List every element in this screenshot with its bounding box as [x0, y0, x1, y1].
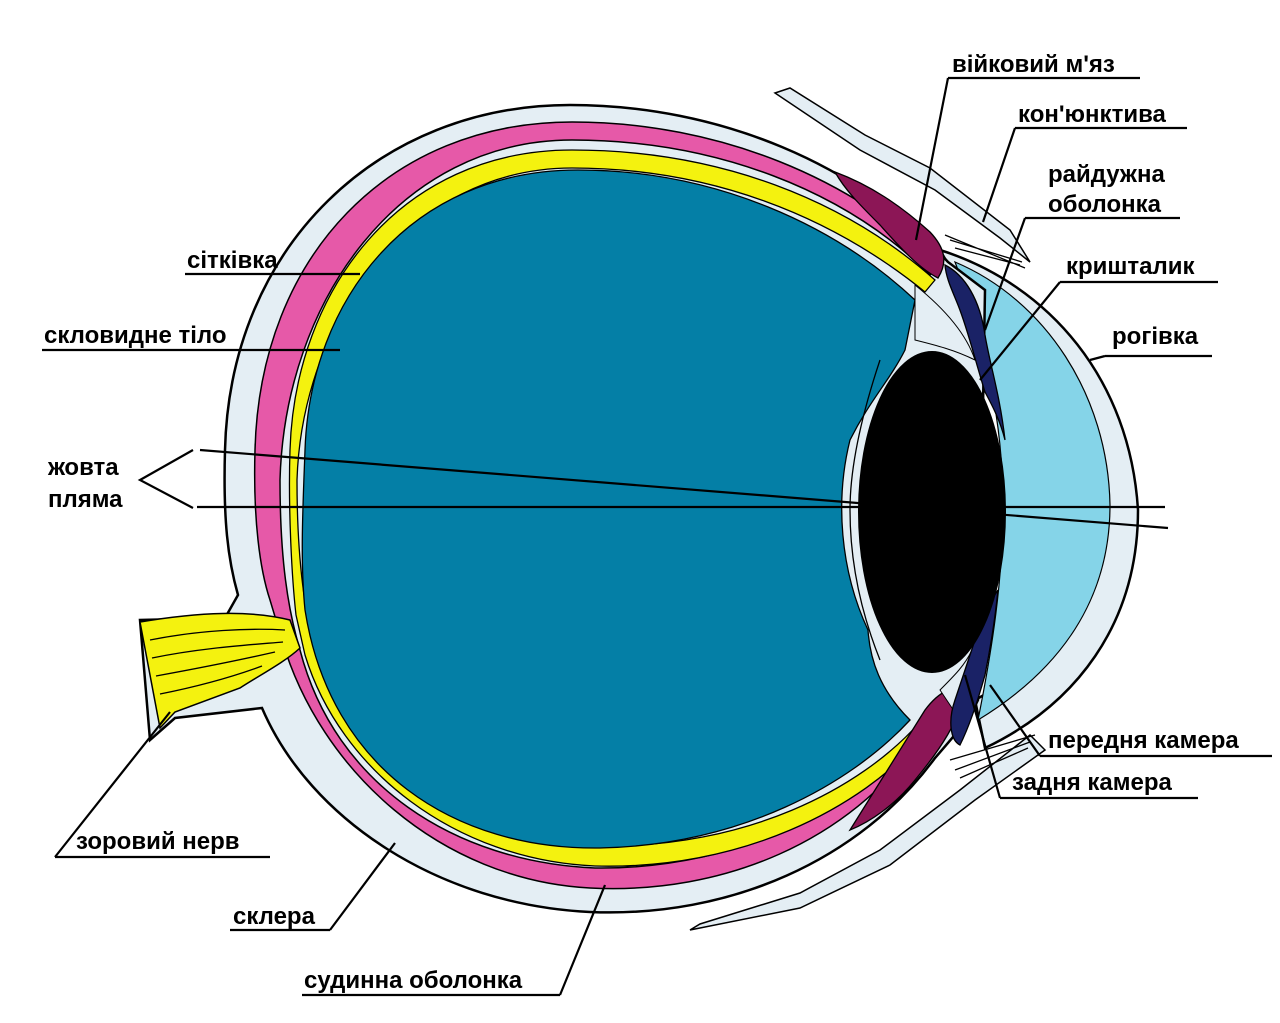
leader-conjunctiva — [981, 126, 1187, 223]
visual-axis-line — [199, 448, 1169, 530]
label-iris-line1: райдужна — [1048, 161, 1165, 188]
leader-lens — [979, 280, 1218, 381]
lens — [858, 351, 1006, 673]
upper-eyelid-fold — [773, 87, 1031, 263]
ciliary-muscle-top — [833, 170, 945, 279]
macula-pointer — [137, 449, 194, 509]
leader-posterior-chamber — [963, 674, 1198, 800]
leader-iris — [983, 216, 1180, 331]
label-vitreous-body: скловидне тіло — [44, 322, 227, 349]
leader-sclera — [230, 842, 396, 932]
label-iris-line2: оболонка — [1048, 191, 1162, 218]
label-cornea: рогівка — [1112, 323, 1199, 350]
leader-optic-nerve — [54, 711, 270, 859]
iris-top — [944, 263, 1006, 441]
label-posterior-chamber: задня камера — [1012, 769, 1172, 796]
iris-bottom — [950, 589, 999, 746]
optic-nerve — [139, 612, 301, 730]
label-lens: кришталик — [1066, 253, 1196, 280]
label-conjunctiva: кон'юнктива — [1018, 101, 1167, 128]
lower-eyelid-fold — [689, 733, 1047, 931]
label-anterior-chamber: передня камера — [1048, 727, 1239, 754]
label-macula-line2: пляма — [48, 486, 123, 513]
conjunctiva-lines — [944, 234, 1036, 779]
vitreous-body — [301, 169, 916, 849]
optic-nerve-fibers — [149, 628, 286, 695]
zonular-fibers — [849, 359, 881, 661]
label-sclera: склера — [233, 903, 316, 930]
leader-ciliary-muscle — [914, 76, 1140, 241]
label-choroid: судинна оболонка — [304, 967, 523, 994]
leader-choroid — [302, 884, 607, 997]
label-macula-line1: жовта — [47, 454, 119, 481]
leader-anterior-chamber — [989, 684, 1272, 758]
label-optic-nerve: зоровий нерв — [76, 828, 240, 855]
leader-cornea — [1089, 354, 1212, 362]
label-retina: сітківка — [187, 247, 278, 274]
label-ciliary-muscle: війковий м'яз — [952, 51, 1115, 78]
